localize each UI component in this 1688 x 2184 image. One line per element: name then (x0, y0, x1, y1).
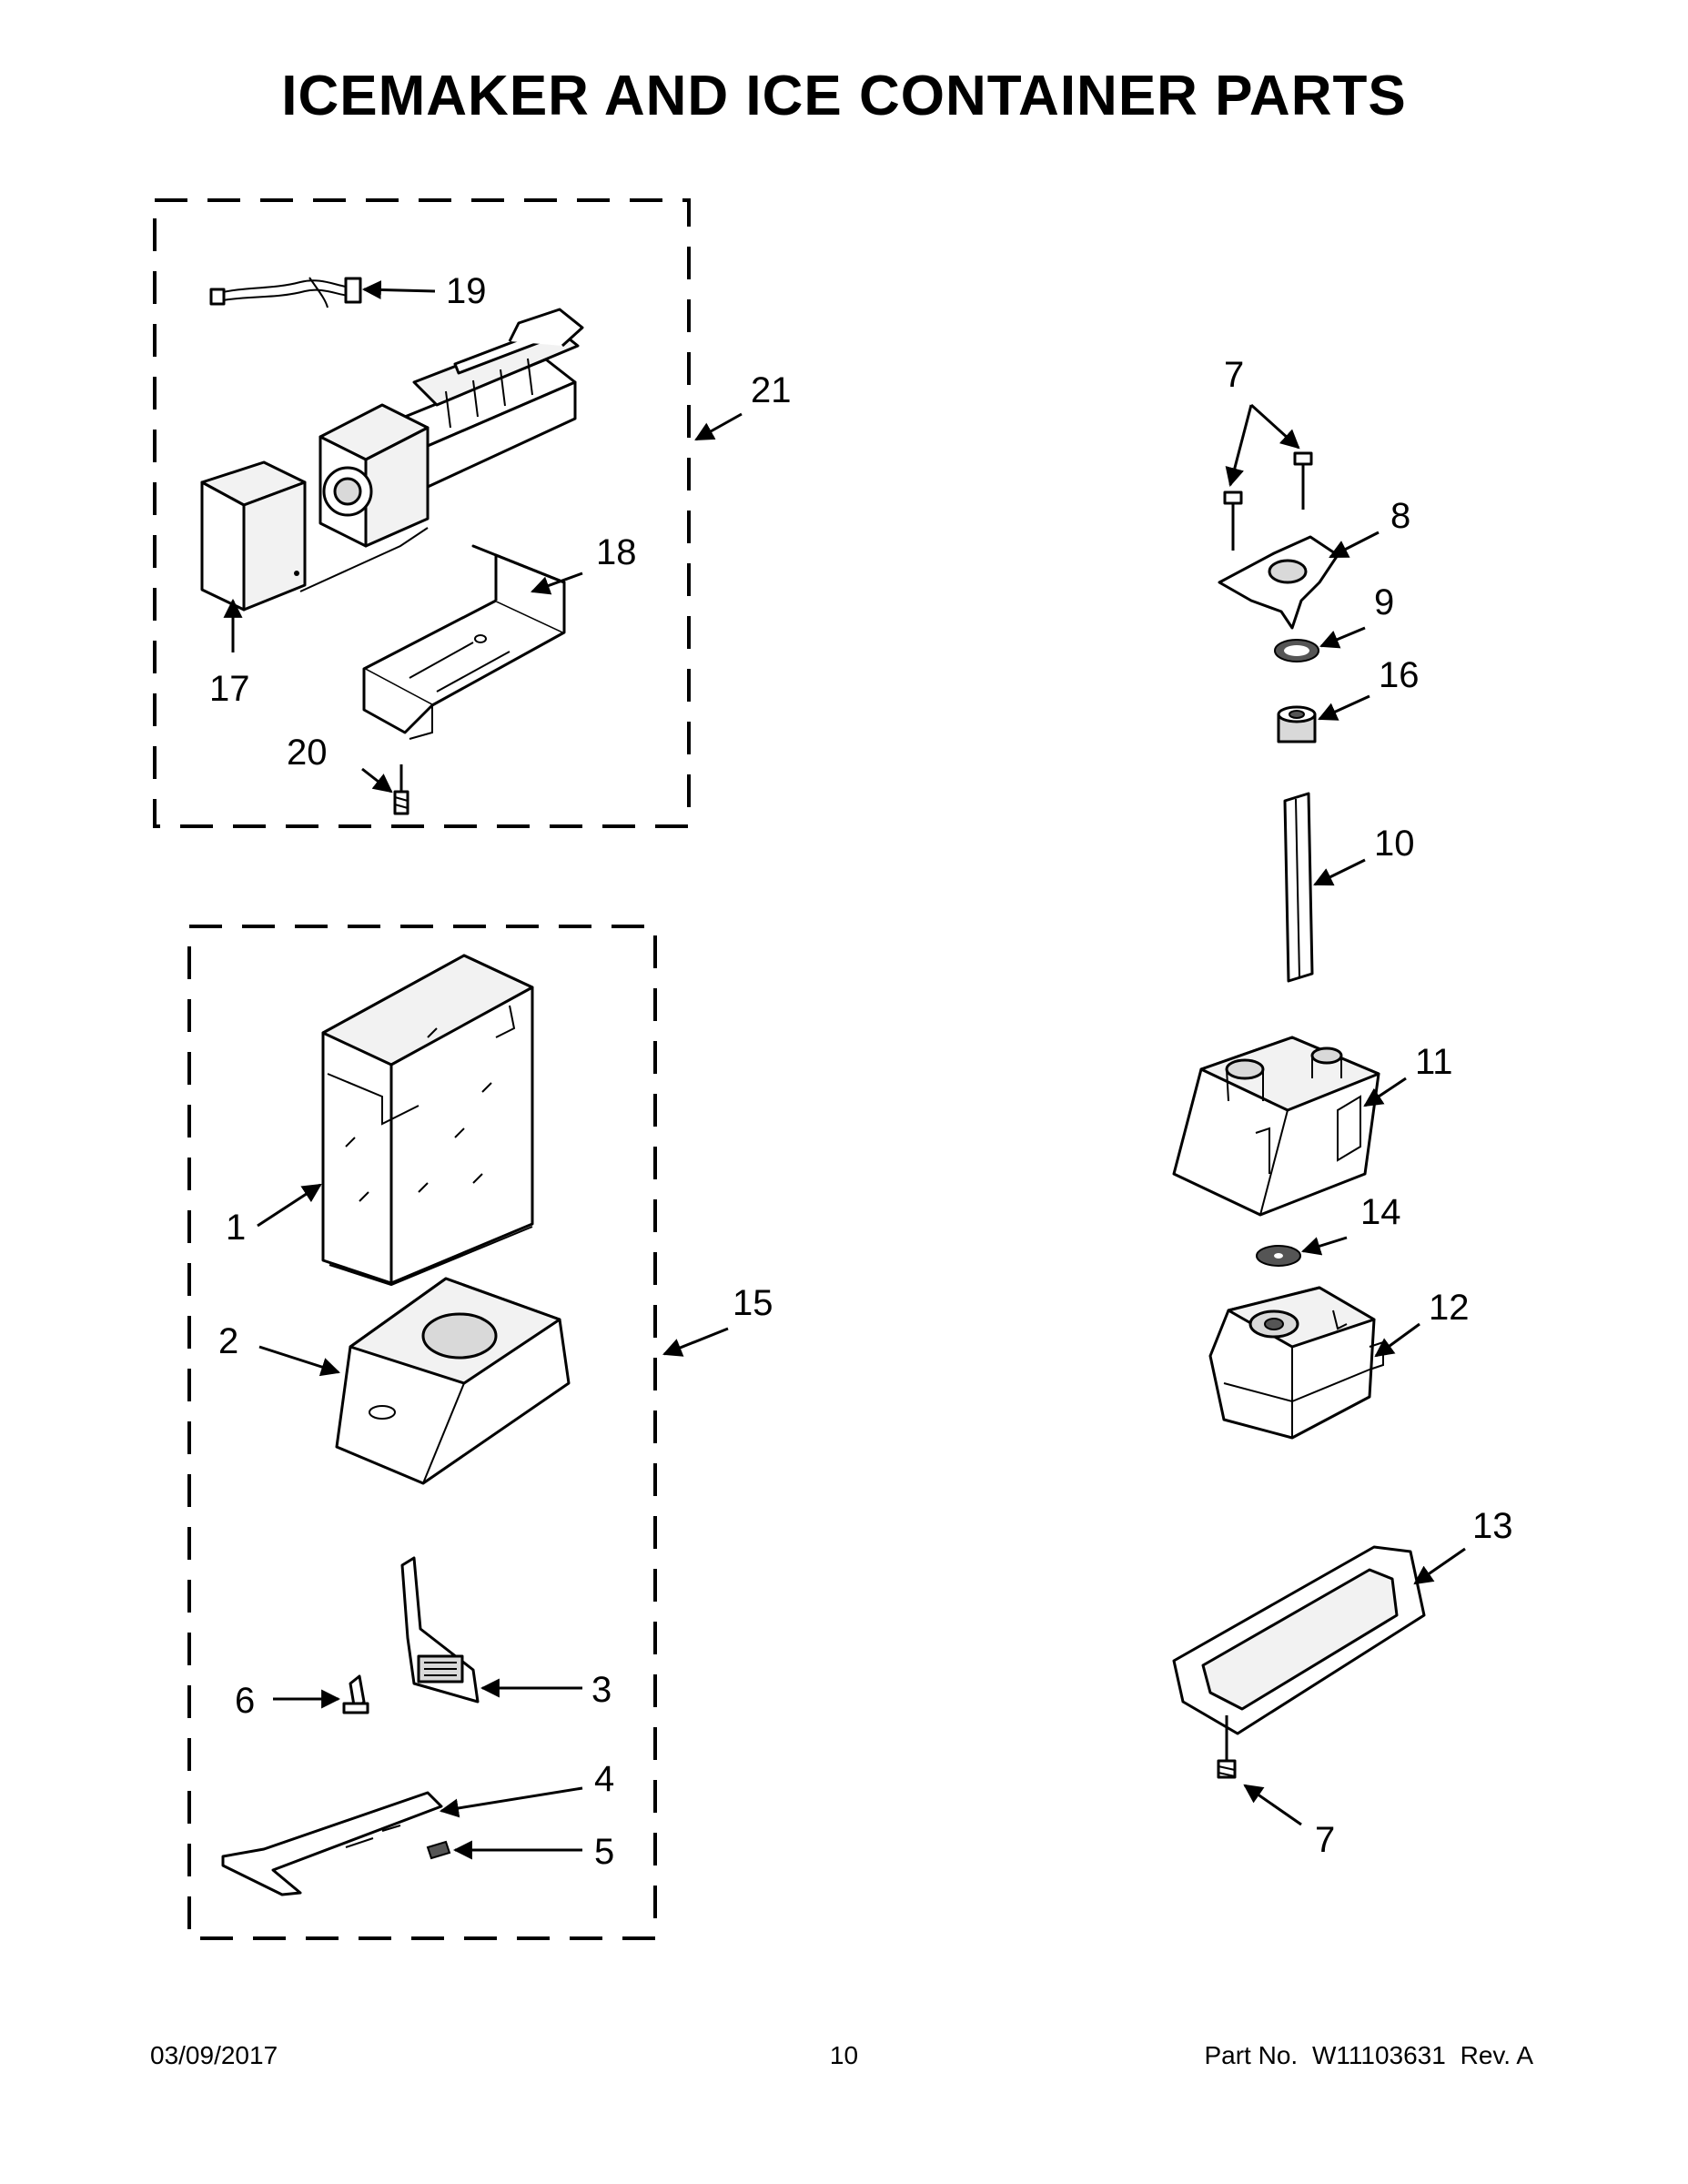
lever-arm-part-4 (221, 1791, 443, 1896)
screw-part-20 (393, 764, 409, 815)
callout-20: 20 (287, 733, 328, 773)
bushing-part-16 (1277, 705, 1317, 743)
callout-6: 6 (235, 1681, 255, 1721)
callout-21: 21 (751, 370, 792, 410)
washer-hole (1284, 645, 1309, 656)
page-title: ICEMAKER AND ICE CONTAINER PARTS (281, 65, 1407, 127)
screw-part-6 (342, 1674, 369, 1714)
mounting-bracket-part-18 (362, 544, 566, 740)
callout-19: 19 (446, 271, 487, 311)
callout-3: 3 (591, 1670, 612, 1710)
footer-date: 03/09/2017 (150, 2041, 278, 2069)
icemaker-assembly-part-21 (200, 308, 584, 612)
screw-part-7-bottom (1217, 1715, 1237, 1779)
gear-motor-part-12 (1208, 1286, 1384, 1440)
callout-9: 9 (1374, 582, 1394, 622)
leader-arrows (223, 279, 1466, 1860)
motor-housing-part-11 (1172, 1036, 1380, 1217)
callout-11: 11 (1415, 1042, 1453, 1082)
spring-part-5 (426, 1840, 451, 1860)
footer-part-label: Part No. (1204, 2041, 1299, 2069)
wire-harness-part-19 (209, 277, 362, 308)
callout-10: 10 (1374, 824, 1415, 864)
callout-4: 4 (594, 1759, 614, 1799)
callout-12: 12 (1429, 1288, 1470, 1328)
callout-17: 17 (209, 669, 250, 709)
mounting-plate-part-8 (1218, 535, 1339, 630)
callout-2: 2 (218, 1321, 238, 1361)
ice-container-assembly-group-box (187, 925, 657, 1940)
screws-part-7-top (1223, 451, 1313, 551)
icemaker-assembly-group-box (153, 198, 691, 828)
callout-15: 15 (733, 1283, 773, 1323)
callout-5: 5 (594, 1832, 614, 1872)
footer-part-number: Part No. W11103631 Rev. A (1197, 2041, 1533, 2070)
callout-16: 16 (1379, 655, 1420, 695)
gasket-part-13 (1172, 1545, 1426, 1735)
washer-hole-14 (1274, 1253, 1283, 1259)
callout-1: 1 (226, 1208, 246, 1248)
callout-18: 18 (596, 532, 637, 572)
footer-page-number: 10 (829, 2041, 859, 2069)
callout-13: 13 (1472, 1506, 1513, 1546)
ice-bucket-part-1 (321, 954, 534, 1287)
callout-14: 14 (1360, 1192, 1401, 1232)
callout-7-top: 7 (1224, 355, 1244, 395)
footer-revision: Rev. A (1460, 2041, 1533, 2069)
auger-shaft-part-10 (1283, 792, 1314, 983)
chute-deflector-part-3 (400, 1556, 480, 1704)
bucket-base-part-2 (335, 1277, 571, 1485)
footer-part-value: W11103631 (1311, 2041, 1446, 2069)
callout-labels: 19 21 18 17 20 7 8 9 16 10 11 14 12 13 7… (209, 271, 1513, 1872)
callout-7-bottom: 7 (1315, 1820, 1335, 1860)
callout-8: 8 (1390, 496, 1410, 536)
